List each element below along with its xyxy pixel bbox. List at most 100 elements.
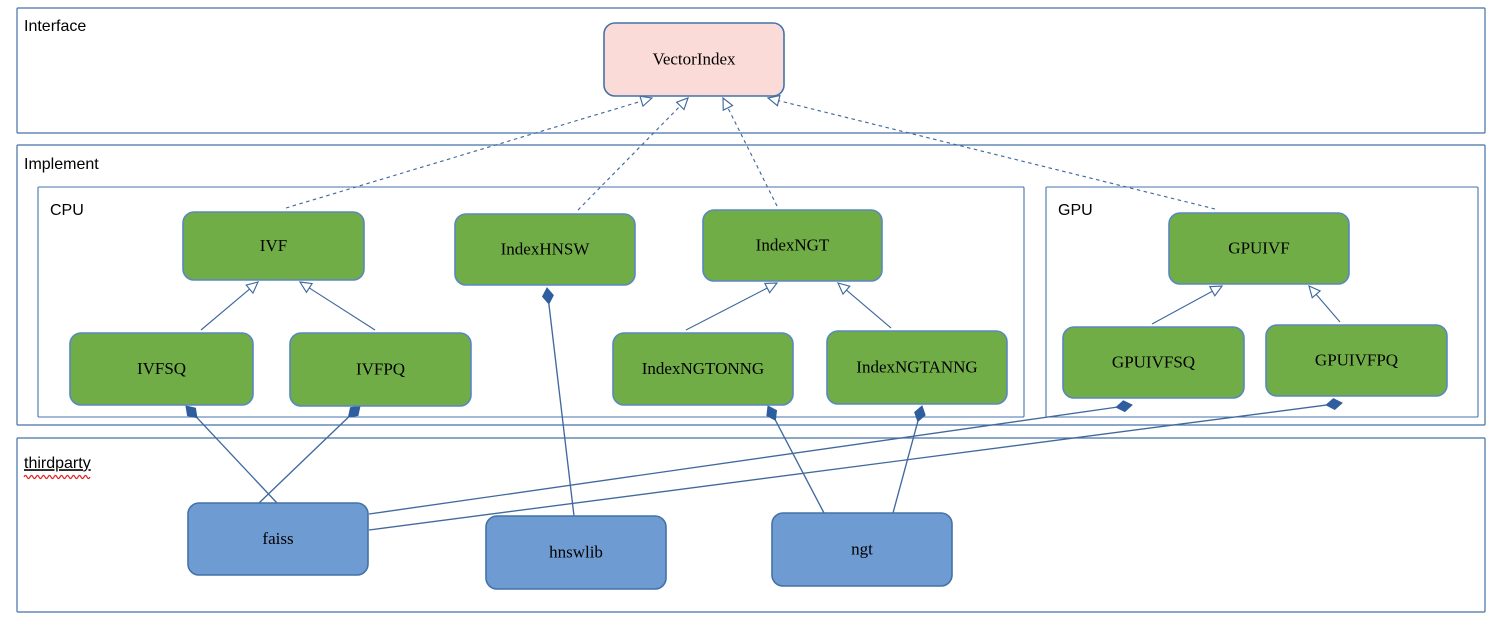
arrowhead-triangle (1308, 284, 1322, 299)
node-box-gpuivfsq[interactable] (1062, 326, 1245, 399)
node-label-gpuivfpq: GPUIVFPQ (1315, 350, 1398, 369)
node-box-indexngt[interactable] (702, 209, 883, 282)
edge-indexngtonng-indexngt (685, 282, 779, 331)
arrowhead-triangle (298, 281, 314, 294)
edge-line (727, 107, 778, 207)
subgroup-label-gpu: GPU (1058, 202, 1093, 219)
edge-indexhnsw-hnswlib (541, 287, 575, 517)
composition-diamond (1115, 400, 1133, 413)
edge-line (196, 417, 278, 504)
edge-line (368, 404, 1327, 531)
edge-gpuivf-vectorindex (766, 94, 1216, 210)
group-label-implement: Implement (24, 156, 99, 173)
edge-indexngtonng-ngt (766, 405, 825, 514)
node-box-indexngtonng[interactable] (612, 332, 794, 406)
node-label-vectorindex: VectorIndex (652, 49, 736, 68)
arrowhead-triangle (722, 96, 734, 112)
class-node-faiss[interactable]: faiss (187, 502, 369, 576)
edge-line (258, 416, 349, 504)
edge-ivfsq-ivf (200, 281, 260, 331)
edge-line (577, 105, 681, 211)
edge-indexhnsw-vectorindex (577, 97, 689, 211)
edge-line (685, 287, 768, 331)
class-node-gpuivf[interactable]: GPUIVF (1168, 212, 1350, 285)
node-box-ivf[interactable] (182, 211, 365, 281)
spellcheck-underline-thirdparty (23, 474, 91, 480)
edge-indexngtanng-indexngt (836, 282, 892, 329)
group-border-thirdparty (16, 437, 1486, 613)
group-label-thirdparty: thirdparty (24, 455, 91, 472)
group-label-interface: Interface (24, 18, 86, 35)
node-label-ngt: ngt (851, 539, 873, 558)
class-node-ivfpq[interactable]: IVFPQ (289, 332, 472, 407)
arrowhead-triangle (1208, 285, 1224, 297)
node-label-ivf: IVF (260, 236, 287, 255)
node-label-indexngtanng: IndexNGTANNG (856, 357, 977, 376)
node-label-ivfsq: IVFSQ (137, 359, 186, 378)
node-label-indexngt: IndexNGT (756, 235, 830, 254)
arrowhead-triangle (639, 95, 654, 108)
edge-ivfsq-faiss (185, 405, 278, 504)
class-node-vectorindex[interactable]: VectorIndex (603, 22, 785, 97)
class-node-gpuivfsq[interactable]: GPUIVFSQ (1062, 326, 1245, 399)
edge-line (548, 303, 575, 517)
arrowhead-triangle (766, 94, 781, 107)
node-label-ivfpq: IVFPQ (356, 359, 405, 378)
node-box-gpuivfpq[interactable] (1265, 324, 1448, 397)
node-box-faiss[interactable] (187, 502, 369, 576)
composition-diamond (766, 405, 778, 421)
edge-gpuivfpq-faiss (368, 398, 1343, 531)
class-node-indexngtanng[interactable]: IndexNGTANNG (826, 330, 1008, 405)
class-node-ivfsq[interactable]: IVFSQ (69, 332, 254, 406)
edge-ivf-vectorindex (285, 95, 654, 209)
composition-diamond (541, 287, 554, 305)
arrowhead-triangle (675, 97, 689, 111)
composition-diamond (347, 405, 361, 418)
node-box-vectorindex[interactable] (603, 22, 785, 97)
arrowhead-triangle (836, 282, 851, 296)
node-label-gpuivfsq: GPUIVFSQ (1112, 352, 1195, 371)
arrowhead-triangle (763, 282, 779, 294)
class-node-indexngt[interactable]: IndexNGT (702, 209, 883, 282)
class-node-gpuivfpq[interactable]: GPUIVFPQ (1265, 324, 1448, 397)
edge-line (1151, 290, 1213, 325)
edge-line (774, 419, 825, 514)
node-box-ivfpq[interactable] (289, 332, 472, 407)
node-box-indexhnsw[interactable] (454, 213, 636, 286)
relationship-edges (185, 94, 1343, 531)
node-label-faiss: faiss (262, 529, 293, 548)
edge-ivfpq-faiss (258, 405, 361, 504)
node-label-gpuivf: GPUIVF (1228, 238, 1289, 257)
edge-line (368, 406, 1117, 515)
class-node-hnswlib[interactable]: hnswlib (485, 515, 667, 590)
composition-diamond (185, 405, 198, 419)
node-box-hnswlib[interactable] (485, 515, 667, 590)
node-box-gpuivf[interactable] (1168, 212, 1350, 285)
node-label-indexhnsw: IndexHNSW (501, 239, 591, 258)
arrowhead-triangle (245, 281, 260, 295)
subgroup-label-cpu: CPU (50, 202, 84, 219)
class-node-indexhnsw[interactable]: IndexHNSW (454, 213, 636, 286)
edge-line (308, 287, 376, 331)
class-node-indexngtonng[interactable]: IndexNGTONNG (612, 332, 794, 406)
class-node-ngt[interactable]: ngt (771, 512, 953, 587)
composition-diamond (1325, 398, 1343, 410)
edge-ivfpq-ivf (298, 281, 376, 331)
node-label-indexngtonng: IndexNGTONNG (642, 359, 764, 378)
node-box-ngt[interactable] (771, 512, 953, 587)
node-box-indexngtanng[interactable] (826, 330, 1008, 405)
edge-line (778, 100, 1216, 210)
node-label-hnswlib: hnswlib (549, 542, 603, 561)
class-node-ivf[interactable]: IVF (182, 211, 365, 281)
node-box-ivfsq[interactable] (69, 332, 254, 406)
edge-line (846, 289, 892, 329)
edge-gpuivfpq-gpuivf (1308, 284, 1341, 323)
edge-line (200, 288, 250, 331)
composition-diamond (914, 405, 926, 423)
edge-line (285, 100, 642, 209)
edge-line (1315, 293, 1341, 323)
edge-gpuivfsq-faiss (368, 400, 1133, 515)
